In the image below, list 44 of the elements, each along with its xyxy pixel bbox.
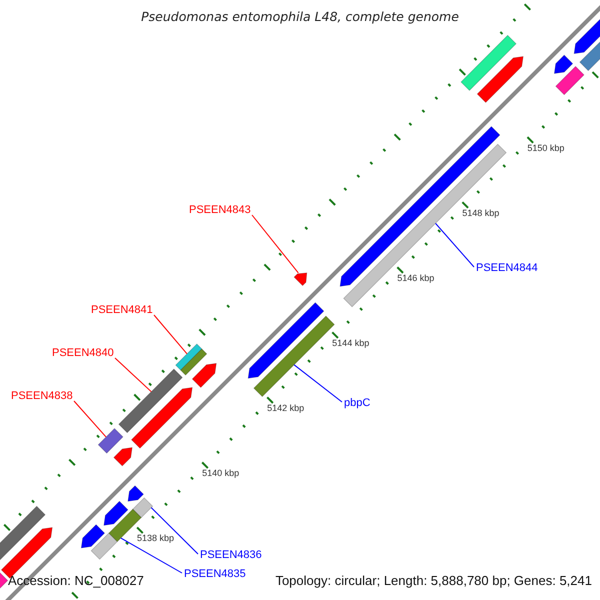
gene-label: PSEEN4835: [184, 568, 246, 581]
gene-bar: [118, 368, 183, 434]
gene-label: PSEEN4836: [200, 549, 262, 562]
gene-block: [113, 447, 133, 466]
leader-line: [435, 222, 474, 268]
diagram-title: Pseudomonas entomophila L48, complete genome: [140, 9, 460, 24]
gene-block: [554, 54, 574, 74]
gene-block: [476, 56, 524, 103]
leader-line: [150, 507, 198, 554]
gene-label: PSEEN4844: [476, 262, 538, 275]
gene-bar: [90, 532, 118, 560]
gene-bar: [460, 34, 517, 91]
leader-line: [114, 358, 152, 392]
gene-label: PSEEN4840: [52, 347, 114, 360]
leader-line: [120, 538, 182, 574]
gene-bar: [180, 348, 208, 376]
gene-block: [294, 272, 308, 286]
accession-label: Accession: NC_008027: [8, 573, 144, 589]
gene-block: [248, 302, 324, 379]
gene-label: PSEEN4841: [91, 304, 153, 317]
leader-line: [74, 400, 106, 438]
gene-bar: [175, 344, 202, 371]
gene-block: [131, 387, 193, 449]
gene-block: [80, 524, 106, 548]
scale-label: 5144 kbp: [332, 338, 370, 350]
gene-block: [128, 485, 144, 502]
leader-line: [252, 214, 299, 274]
leader-line: [294, 364, 342, 402]
scale-label: 5148 kbp: [462, 208, 500, 220]
scale-label: 5138 kbp: [137, 533, 174, 544]
leader-line: [154, 314, 188, 354]
gene-bar: [98, 428, 124, 454]
gene-label: PSEEN4843: [189, 204, 251, 217]
scale-label: 5146 kbp: [397, 273, 434, 284]
gene-label: PSEEN4838: [11, 390, 73, 403]
genome-stats: Topology: circular; Length: 5,888,780 bp; Genes: 5,241: [275, 573, 592, 589]
scale-label: 5140 kbp: [202, 468, 240, 480]
scale-label: 5142 kbp: [267, 403, 304, 414]
gene-bar: [132, 497, 154, 518]
scale-label: 5150 kbp: [527, 143, 564, 154]
gene-block: [192, 363, 217, 388]
gene-bar: [555, 66, 584, 96]
gene-block: [104, 500, 128, 526]
gene-label: pbpC: [344, 397, 370, 410]
